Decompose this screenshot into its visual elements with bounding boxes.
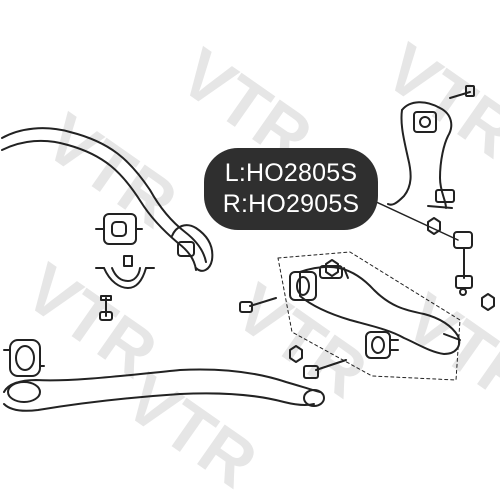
- bracket-bolt: [99, 295, 113, 321]
- stabilizer-bushing: [95, 213, 143, 245]
- lower-arm-bushing: [365, 331, 399, 359]
- watermark-text: VTR: [221, 268, 380, 412]
- hex-nut: [481, 293, 495, 311]
- front-subframe: [3, 368, 325, 412]
- knuckle-bolt: [449, 85, 475, 99]
- left-part-number: L:HO2805S: [224, 159, 358, 187]
- lower-arm-bolt: [239, 297, 277, 313]
- watermark-text: VTR: [391, 278, 500, 422]
- lower-control-arm: [289, 265, 461, 355]
- hex-nut: [289, 345, 303, 363]
- hex-nut: [427, 217, 441, 235]
- compliance-bushing: [3, 339, 45, 377]
- watermark-text: VTR: [371, 28, 500, 172]
- bushing-bracket: [95, 255, 155, 289]
- watermark: VTR VTR VTR VTR VTR VTR VTR: [11, 28, 500, 500]
- stabilizer-bar: [1, 139, 197, 271]
- stabilizer-clamp: [171, 224, 214, 272]
- stabilizer-link: [453, 231, 473, 296]
- lower-arm-bolt: [303, 359, 347, 379]
- hex-nut: [325, 259, 339, 277]
- right-part-number: R:HO2905S: [222, 190, 360, 218]
- watermark-text: VTR: [31, 98, 190, 242]
- part-number-callout: L:HO2805S R:HO2905S: [204, 148, 378, 230]
- steering-knuckle: [387, 101, 455, 209]
- stabilizer-bar: [1, 127, 207, 263]
- lower-arm-outline: [277, 251, 461, 381]
- callout-leader: [371, 199, 459, 241]
- watermark-text: VTR: [111, 358, 270, 500]
